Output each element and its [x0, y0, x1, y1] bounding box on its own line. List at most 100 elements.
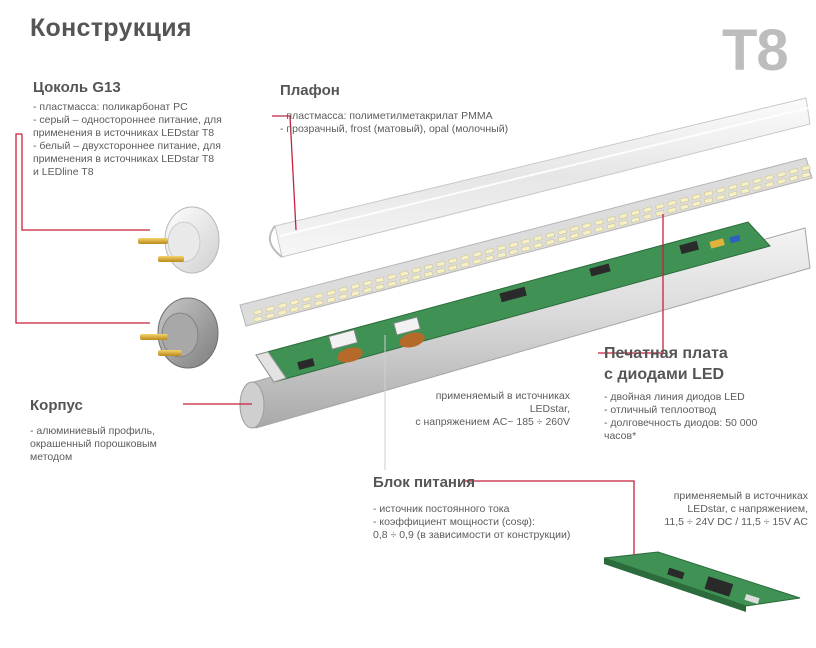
- base-bullets: - пластмасса: поликарбонат PC - серый – …: [33, 101, 268, 179]
- led-diode: [253, 308, 263, 316]
- led-diode: [569, 225, 580, 233]
- led-diode: [679, 196, 689, 204]
- led-diode: [691, 193, 702, 201]
- led-diode: [594, 226, 604, 233]
- pcb-bullet-heat: - отличный теплоотвод: [604, 404, 717, 416]
- led-diode: [350, 290, 361, 297]
- led-diode: [594, 219, 604, 226]
- led-diode: [362, 286, 373, 294]
- led-diode: [655, 210, 665, 217]
- led-diode: [752, 177, 762, 185]
- psu-bullets: - источник постоянного тока - коэффициен…: [373, 503, 623, 542]
- led-diode: [314, 292, 324, 300]
- diffuser-bullet-material: - пластмасса: полиметилметакрилат PMMA: [280, 110, 493, 122]
- led-diode: [691, 200, 702, 208]
- led-diode: [630, 209, 641, 217]
- led-diode: [387, 280, 397, 288]
- led-diode: [375, 276, 385, 284]
- dc-voltage-note: применяемый в источниках LEDstar, с напр…: [664, 490, 808, 528]
- led-diode: [472, 251, 482, 258]
- led-diode: [703, 197, 714, 204]
- led-diode: [789, 167, 799, 175]
- leader-lines: [15, 115, 664, 555]
- led-diode: [533, 242, 543, 249]
- led-diode: [423, 270, 434, 278]
- led-diode: [643, 206, 653, 213]
- housing-bullet-profile: - алюминиевый профиль, окрашенный порошк…: [30, 425, 157, 463]
- housing-heading: Корпус: [30, 397, 83, 414]
- led-diode: [716, 187, 726, 194]
- led-diode: [606, 215, 616, 223]
- base-heading: Цоколь G13: [33, 79, 121, 96]
- led-diode: [448, 264, 458, 272]
- power-supply-board-illustration: [603, 551, 801, 612]
- led-diode: [752, 184, 762, 192]
- led-diode: [253, 315, 263, 323]
- led-diode: [399, 270, 409, 277]
- led-diode: [521, 238, 531, 245]
- led-strip-illustration: [239, 157, 813, 327]
- led-diode: [776, 178, 787, 185]
- led-diode: [277, 302, 288, 309]
- led-diode: [703, 190, 714, 197]
- led-diode: [350, 283, 361, 290]
- led-diode: [740, 180, 750, 188]
- led-diode: [728, 190, 738, 198]
- led-diode: [436, 267, 446, 275]
- led-diode: [436, 260, 446, 268]
- led-diode: [521, 245, 531, 252]
- pcb-bullet-double-line: - двойная линия диодов LED: [604, 391, 745, 403]
- led-diode: [265, 305, 275, 313]
- led-diode: [326, 289, 336, 297]
- pcb-heading: Печатная плата с диодами LED: [604, 345, 728, 383]
- led-diode: [716, 194, 726, 201]
- led-diode: [801, 164, 811, 172]
- led-diode: [776, 171, 787, 178]
- base-bullet-white: - белый – двухстороннее питание, для при…: [33, 140, 221, 178]
- housing-bullets: - алюминиевый профиль, окрашенный порошк…: [30, 425, 205, 464]
- led-diode: [448, 257, 458, 265]
- model-label: T8: [722, 18, 789, 83]
- psu-bullet-power-factor: - коэффициент мощности (cosφ): 0,8 ÷ 0,9…: [373, 516, 571, 541]
- led-diode: [302, 295, 312, 303]
- led-diode: [764, 181, 775, 188]
- led-diode: [740, 187, 750, 195]
- led-diode: [545, 231, 555, 239]
- led-diode: [789, 174, 799, 182]
- pcb-bullets: - двойная линия диодов LED - отличный те…: [604, 391, 804, 443]
- led-diode: [679, 203, 689, 211]
- led-diode: [484, 247, 495, 255]
- led-diode: [764, 174, 775, 181]
- end-cap-grey-illustration: [140, 297, 219, 369]
- led-diode: [569, 232, 580, 240]
- led-diode: [411, 274, 421, 281]
- diffuser-bullets: - пластмасса: полиметилметакрилат PMMA -…: [280, 110, 570, 136]
- led-diode: [545, 238, 555, 246]
- led-diode: [509, 241, 519, 249]
- led-diode: [509, 248, 519, 256]
- led-diode: [472, 258, 482, 265]
- pcb-bullet-lifetime: - долговечность диодов: 50 000 часов*: [604, 417, 758, 442]
- led-diode: [314, 299, 324, 307]
- led-diode: [582, 222, 592, 229]
- led-diode: [533, 235, 543, 242]
- led-diode: [557, 228, 568, 236]
- led-diode: [277, 309, 288, 316]
- base-bullet-grey: - серый – одностороннее питание, для при…: [33, 114, 222, 139]
- diffuser-heading: Плафон: [280, 82, 340, 99]
- led-diode: [606, 222, 616, 230]
- led-diode: [655, 203, 665, 210]
- led-diode: [265, 312, 275, 320]
- led-diode: [460, 261, 470, 268]
- led-diode: [362, 279, 373, 287]
- led-diode: [667, 206, 677, 214]
- led-diode: [387, 273, 397, 281]
- diffuser-bullet-variants: - прозрачный, frost (матовый), opal (мол…: [280, 123, 509, 135]
- led-diode: [630, 216, 641, 224]
- led-diode: [375, 283, 385, 291]
- led-diode: [484, 254, 495, 262]
- led-diode: [399, 277, 409, 284]
- ac-voltage-note: применяемый в источниках LEDstar, с напр…: [415, 390, 570, 428]
- end-cap-white-illustration: [138, 206, 220, 274]
